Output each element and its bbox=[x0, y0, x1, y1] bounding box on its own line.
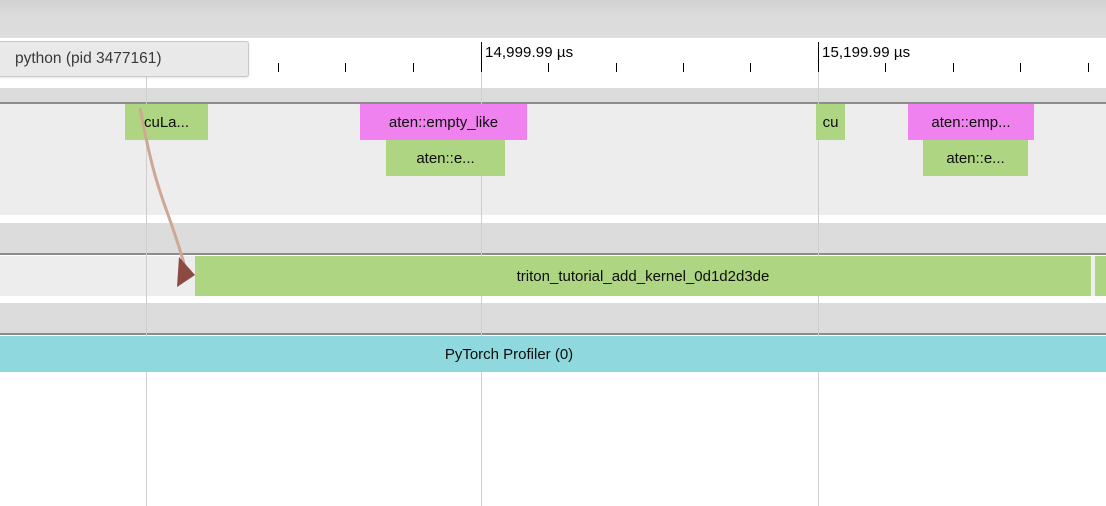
group-header-cpu[interactable] bbox=[0, 88, 1106, 104]
timeline-slice-label: triton_tutorial_add_kernel_0d1d2d3de bbox=[516, 267, 770, 285]
group-header-profiler[interactable] bbox=[0, 303, 1106, 335]
timeline-slice-label: cu bbox=[822, 113, 839, 131]
ruler-tick-minor bbox=[1088, 63, 1089, 72]
ruler-tick-minor bbox=[548, 63, 549, 72]
timeline-slice-label: aten::e... bbox=[416, 149, 475, 167]
ruler-tick-major bbox=[818, 42, 819, 72]
ruler-time-label: 15,199.99 µs bbox=[822, 44, 911, 61]
ruler-tick-minor bbox=[885, 63, 886, 72]
ruler-tick-minor bbox=[683, 63, 684, 72]
timeline-slice-label: cuLa... bbox=[143, 113, 190, 131]
group-header-gpu[interactable] bbox=[0, 223, 1106, 255]
timeline-slice-label: aten::e... bbox=[946, 149, 1005, 167]
process-label-text: python (pid 3477161) bbox=[15, 50, 162, 67]
timeline-slice[interactable]: cu bbox=[816, 104, 845, 140]
process-label[interactable]: python (pid 3477161) bbox=[0, 41, 249, 77]
timeline-slice-label: PyTorch Profiler (0) bbox=[444, 345, 574, 363]
timeline-slice[interactable]: PyTorch Profiler (0) bbox=[0, 336, 1106, 372]
timeline-slice[interactable] bbox=[1095, 256, 1106, 296]
ruler-tick-minor bbox=[953, 63, 954, 72]
ruler-tick-minor bbox=[278, 63, 279, 72]
timeline-slice-label: aten::emp... bbox=[931, 113, 1011, 131]
ruler-tick-minor bbox=[750, 63, 751, 72]
timeline-slice[interactable]: triton_tutorial_add_kernel_0d1d2d3de bbox=[195, 256, 1091, 296]
ruler-tick-major bbox=[481, 42, 482, 72]
ruler-tick-minor bbox=[1020, 63, 1021, 72]
timeline-slice[interactable]: aten::emp... bbox=[908, 104, 1034, 140]
ruler-tick-minor bbox=[616, 63, 617, 72]
window-top-strip bbox=[0, 0, 1106, 38]
timeline-slice[interactable]: cuLa... bbox=[125, 104, 208, 140]
timeline-slice[interactable]: aten::empty_like bbox=[360, 104, 527, 140]
timeline-slice[interactable]: aten::e... bbox=[386, 140, 505, 176]
timeline-slice[interactable]: aten::e... bbox=[923, 140, 1028, 176]
timeline-slice-label: aten::empty_like bbox=[388, 113, 499, 131]
ruler-tick-minor bbox=[413, 63, 414, 72]
ruler-tick-minor bbox=[345, 63, 346, 72]
ruler-time-label: 14,999.99 µs bbox=[485, 44, 574, 61]
